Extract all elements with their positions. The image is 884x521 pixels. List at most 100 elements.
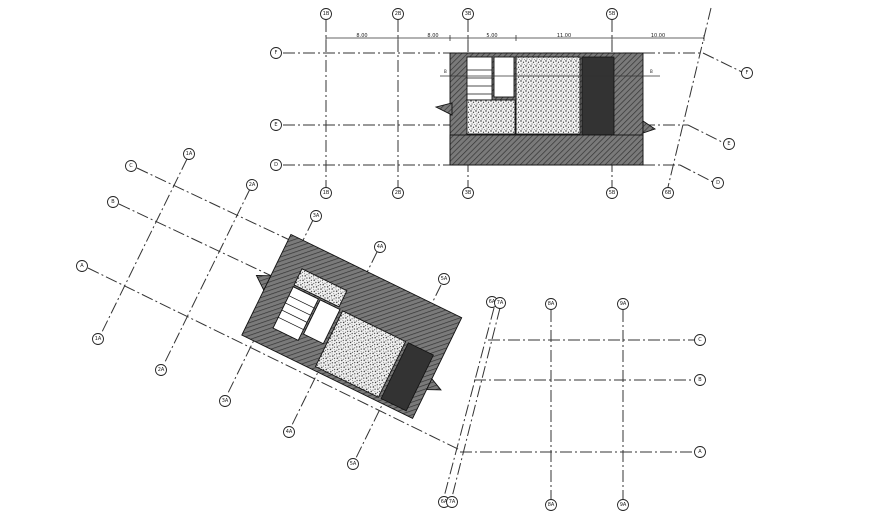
grid-bubble-6b-bottom: 6B bbox=[662, 187, 674, 199]
grid-line-e-ext bbox=[687, 124, 725, 144]
svg-text:2A: 2A bbox=[249, 182, 256, 188]
kitchen-area bbox=[466, 99, 516, 135]
svg-text:8A: 8A bbox=[548, 502, 555, 508]
grid-line-4a-rot bbox=[290, 251, 378, 428]
grid-bubble-8a-bottom: 8A bbox=[545, 499, 557, 511]
svg-text:7A: 7A bbox=[497, 300, 504, 306]
grid-bubble-f-left: F bbox=[270, 47, 282, 59]
grid-line-5a-rot bbox=[354, 284, 442, 461]
svg-text:C: C bbox=[129, 163, 133, 169]
dim-4: 11.00 bbox=[557, 33, 571, 39]
grid-bubble-d-left: D bbox=[270, 159, 282, 171]
svg-text:6B: 6B bbox=[665, 190, 672, 196]
bottom-right-grid: 6A 7A 8A 9A 6A 7A 8A 9A C B A bbox=[438, 296, 706, 511]
svg-text:9A: 9A bbox=[620, 301, 627, 307]
svg-text:1B: 1B bbox=[323, 11, 330, 17]
rot-dark-room bbox=[380, 342, 434, 412]
svg-text:3B: 3B bbox=[465, 11, 472, 17]
svg-text:E: E bbox=[727, 141, 730, 147]
svg-text:6A: 6A bbox=[489, 299, 496, 305]
rot-notch-right bbox=[425, 378, 442, 391]
svg-text:7A: 7A bbox=[449, 499, 456, 505]
grid-bubble-1b-bottom: 1B bbox=[320, 187, 332, 199]
svg-text:9A: 9A bbox=[620, 502, 627, 508]
grid-bubble-b-right: B bbox=[694, 374, 706, 386]
svg-text:A: A bbox=[698, 449, 702, 455]
grid-line-6b bbox=[667, 7, 712, 188]
rot-room-light bbox=[302, 299, 341, 345]
grid-bubble-5b-top: 5B bbox=[606, 8, 618, 20]
svg-text:D: D bbox=[716, 180, 720, 186]
grid-line-6a bbox=[443, 307, 495, 498]
grid-line-3a-rot bbox=[226, 219, 314, 396]
grid-line-d-ext bbox=[679, 164, 714, 183]
section-mark-right: B bbox=[650, 69, 653, 74]
grid-bubble-5a-lower: 5A bbox=[347, 458, 359, 470]
grid-bubble-7a-bottom: 7A bbox=[446, 496, 458, 508]
svg-text:3A: 3A bbox=[313, 213, 320, 219]
grid-bubble-7a-top: 7A bbox=[494, 297, 506, 309]
wall-notch-left bbox=[434, 102, 453, 116]
svg-text:6A: 6A bbox=[441, 499, 448, 505]
svg-text:8A: 8A bbox=[548, 301, 555, 307]
grid-bubble-4a-upper: 4A bbox=[374, 241, 386, 253]
grid-bubble-a-rot: A bbox=[76, 260, 88, 272]
grid-bubble-3a-upper: 3A bbox=[310, 210, 322, 222]
grid-bubble-3b-bottom: 3B bbox=[462, 187, 474, 199]
svg-text:F: F bbox=[746, 70, 749, 76]
svg-text:4A: 4A bbox=[377, 244, 384, 250]
lower-band bbox=[449, 134, 644, 166]
svg-text:C: C bbox=[698, 337, 702, 343]
top-plan: 8.00 8.00 5.00 11.00 10.00 B B 1B 2B 3B … bbox=[270, 7, 753, 199]
grid-bubble-b-rot: B bbox=[107, 196, 119, 208]
rot-living-area bbox=[314, 310, 407, 398]
wall-notch-right bbox=[642, 120, 657, 134]
svg-text:1A: 1A bbox=[95, 336, 102, 342]
svg-text:3B: 3B bbox=[465, 190, 472, 196]
grid-bubble-4a-lower: 4A bbox=[283, 426, 295, 438]
grid-line-f-ext bbox=[702, 52, 743, 73]
svg-text:3A: 3A bbox=[222, 398, 229, 404]
svg-text:4A: 4A bbox=[286, 429, 293, 435]
grid-bubble-3b-top: 3B bbox=[462, 8, 474, 20]
grid-bubble-3a-lower: 3A bbox=[219, 395, 231, 407]
dim-5: 10.00 bbox=[651, 33, 665, 39]
rot-notch-left bbox=[255, 274, 272, 292]
svg-text:1A: 1A bbox=[186, 151, 193, 157]
svg-text:A: A bbox=[80, 263, 84, 269]
svg-text:5B: 5B bbox=[609, 190, 616, 196]
svg-text:5A: 5A bbox=[350, 461, 357, 467]
stair-area bbox=[466, 56, 493, 101]
grid-bubble-1a-upper: 1A bbox=[183, 148, 195, 160]
dark-room bbox=[581, 56, 615, 136]
grid-bubble-9a-bottom: 9A bbox=[617, 499, 629, 511]
svg-text:2B: 2B bbox=[395, 11, 402, 17]
grid-bubble-f-right: F bbox=[741, 67, 753, 79]
grid-bubble-e-right: E bbox=[723, 138, 735, 150]
svg-text:5A: 5A bbox=[441, 276, 448, 282]
grid-bubble-c-right: C bbox=[694, 334, 706, 346]
room-light bbox=[493, 56, 515, 98]
grid-bubble-c-rot: C bbox=[125, 160, 137, 172]
rot-stair-area bbox=[272, 286, 319, 341]
svg-text:1B: 1B bbox=[323, 190, 330, 196]
grid-line-1a-rot bbox=[100, 158, 188, 335]
grid-bubble-5a-upper: 5A bbox=[438, 273, 450, 285]
grid-bubble-a-right: A bbox=[694, 446, 706, 458]
dim-1: 8.00 bbox=[356, 33, 367, 39]
svg-text:B: B bbox=[698, 377, 702, 383]
grid-bubble-2b-top: 2B bbox=[392, 8, 404, 20]
svg-text:B: B bbox=[111, 199, 115, 205]
grid-bubble-d-right: D bbox=[712, 177, 724, 189]
living-area bbox=[515, 56, 581, 135]
grid-bubble-2a-upper: 2A bbox=[246, 179, 258, 191]
grid-bubble-1a-lower: 1A bbox=[92, 333, 104, 345]
section-mark-left: B bbox=[444, 69, 447, 74]
dim-2: 8.00 bbox=[427, 33, 438, 39]
grid-line-2a-rot bbox=[163, 188, 251, 365]
svg-text:E: E bbox=[274, 122, 277, 128]
grid-bubble-2b-bottom: 2B bbox=[392, 187, 404, 199]
svg-text:D: D bbox=[274, 162, 278, 168]
rotated-plan: C B A 1A 2A 3A 4A 5A 1A 2A 3A 4A 5A bbox=[76, 148, 463, 470]
svg-text:2A: 2A bbox=[158, 367, 165, 373]
